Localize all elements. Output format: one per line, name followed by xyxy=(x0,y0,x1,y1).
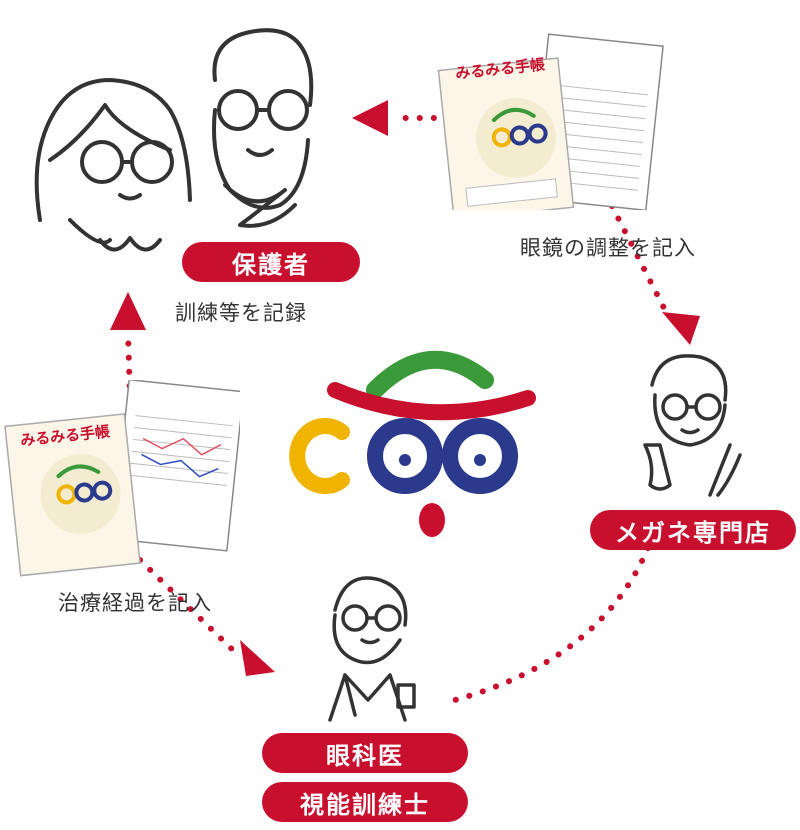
coo-logo xyxy=(289,350,536,537)
guardian-illustration xyxy=(34,28,314,252)
arrow-path-right xyxy=(609,203,668,313)
role-label-optician: メガネ専門店 xyxy=(590,510,796,550)
arrowhead-guardian-up xyxy=(110,292,146,330)
annotation-optician: 眼鏡の調整を記入 xyxy=(520,236,696,260)
guardian-booklet-group xyxy=(437,33,664,210)
tool-left xyxy=(643,443,672,491)
annotation-doctor: 治療経過を記入 xyxy=(58,591,212,615)
logo-hat-green xyxy=(366,350,494,399)
man-glasses-right xyxy=(267,89,309,131)
arrow-path-bottom-right xyxy=(452,545,651,703)
role-label-orthoptist: 視能訓練士 xyxy=(262,782,468,822)
role-label-ophthalmologist: 眼科医 xyxy=(262,733,468,773)
role-label-guardian: 保護者 xyxy=(182,242,360,282)
woman-hair xyxy=(34,78,192,222)
annotation-guardian: 訓練等を記録 xyxy=(175,301,307,325)
logo-hat-red xyxy=(327,382,536,421)
optician-illustration xyxy=(643,354,742,497)
arrowhead-to-ophthalmologist xyxy=(240,640,275,676)
arrowhead-to-optician xyxy=(662,312,700,345)
logo-nose xyxy=(419,503,445,537)
woman-glasses-left xyxy=(80,140,124,184)
doctor-booklet-group xyxy=(4,380,240,577)
man-hair xyxy=(212,28,314,107)
man-glasses-left xyxy=(217,89,259,131)
woman-glasses-right xyxy=(130,140,174,184)
ophthalmologist-illustration xyxy=(328,576,416,722)
logo-o-right xyxy=(442,418,518,494)
arrowhead-to-guardian xyxy=(352,100,388,136)
tool-right xyxy=(708,443,742,497)
pen-pocket xyxy=(396,683,416,709)
logo-c-yellow xyxy=(289,418,350,494)
arrow-path-bottom-left xyxy=(137,557,241,658)
